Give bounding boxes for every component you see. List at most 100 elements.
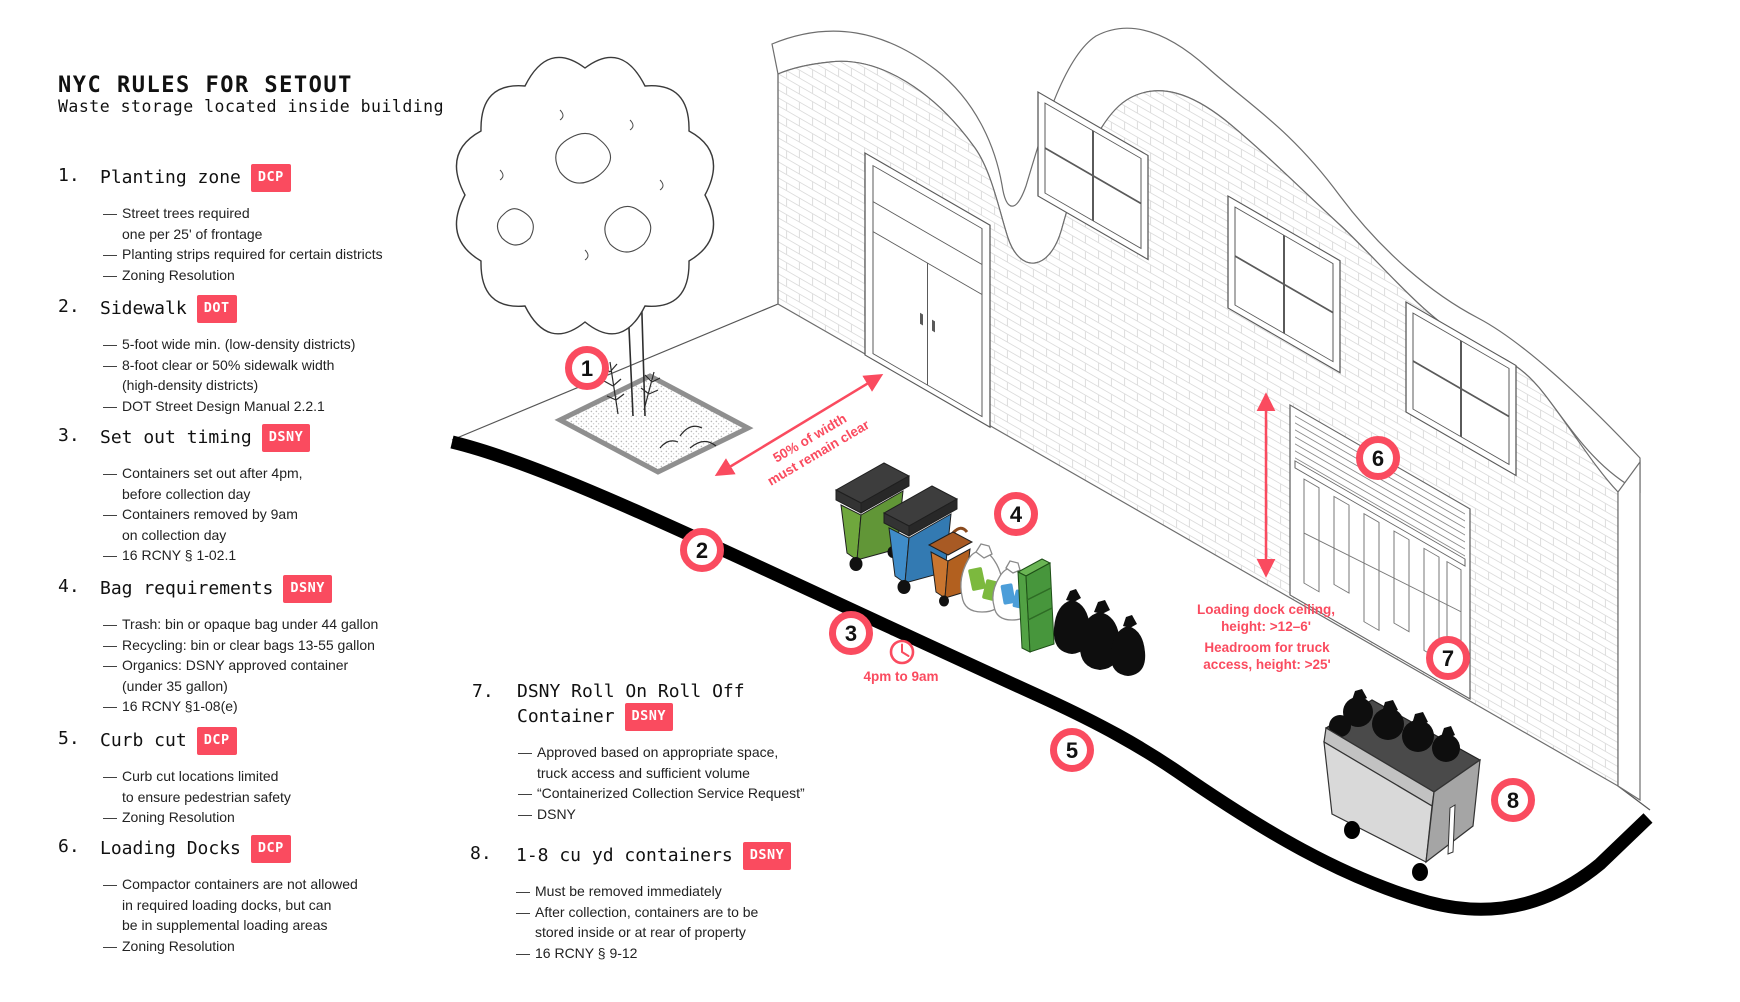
bullet-line: Containers set out after 4pm, — [122, 463, 488, 484]
bullet-line: DOT Street Design Manual 2.2.1 — [122, 396, 488, 417]
bullet-line: (under 35 gallon) — [122, 677, 228, 694]
bullet-line: truck access and sufficient volume — [537, 764, 750, 781]
window-1 — [1037, 90, 1149, 261]
rule-label: DSNY Roll On Roll Off — [517, 681, 745, 702]
building — [771, 27, 1641, 802]
agency-badge: DOT — [196, 295, 237, 323]
svg-text:Loading dock ceiling,: Loading dock ceiling, — [1197, 602, 1335, 617]
marker-7: 7 — [1426, 636, 1470, 680]
tree-canopy — [455, 56, 715, 335]
bullet-line: 16 RCNY § 9-12 — [535, 943, 890, 964]
rule-planting-zone: 1. Planting zone DCP Street trees required… — [58, 164, 488, 285]
rule-label: Sidewalk — [100, 298, 187, 319]
bullet-line: on collection day — [122, 526, 227, 543]
rule-number: 8. — [470, 843, 492, 864]
setout-time-annotation: 4pm to 9am — [863, 639, 939, 684]
bullet-line: Street trees required — [122, 203, 488, 224]
bullet-line: stored inside or at rear of property — [535, 924, 746, 940]
bullet-line: After collection, containers are to be — [535, 902, 890, 923]
bullet-line: Containers removed by 9am — [122, 504, 488, 525]
rule-label: 1-8 cu yd containers — [516, 845, 733, 866]
clear-bag-organics — [960, 543, 1004, 613]
bullet-line: Zoning Resolution — [122, 936, 488, 957]
bullet-line: 16 RCNY §1-08(e) — [122, 696, 488, 717]
marker-6: 6 — [1356, 436, 1400, 480]
window-3 — [1405, 300, 1517, 477]
bullet-line: Organics: DSNY approved container — [122, 655, 488, 676]
bullet-line: Approved based on appropriate space, — [537, 742, 892, 763]
agency-badge: DSNY — [624, 703, 674, 731]
bullet-line: to ensure pedestrian safety — [122, 788, 291, 805]
svg-text:4pm to 9am: 4pm to 9am — [863, 669, 938, 684]
dumpster — [1323, 689, 1482, 881]
bullet-line: 16 RCNY § 1-02.1 — [122, 545, 488, 566]
agency-badge: DCP — [250, 164, 291, 192]
bullet-line: Recycling: bin or clear bags 13-55 gallo… — [122, 635, 488, 656]
bullet-line: Curb cut locations limited — [122, 766, 488, 787]
rule-number: 2. — [58, 296, 80, 317]
rule-cu-yd-containers: 8. 1-8 cu yd containers DSNY Must be remo… — [470, 842, 890, 963]
svg-text:6: 6 — [1372, 446, 1384, 471]
rule-label: Bag requirements — [100, 578, 274, 599]
page-subtitle: Waste storage located inside building — [58, 97, 445, 116]
agency-badge: DCP — [250, 835, 291, 863]
bullet-line: Planting strips required for certain dis… — [122, 244, 488, 265]
rule-label: Container — [517, 706, 615, 727]
agency-badge: DCP — [196, 727, 237, 755]
marker-1: 1 — [565, 346, 609, 390]
svg-text:access, height: >25': access, height: >25' — [1203, 657, 1330, 672]
agency-badge: DSNY — [261, 424, 311, 452]
marker-2: 2 — [680, 528, 724, 572]
rule-label: Set out timing — [100, 427, 252, 448]
street-tree — [455, 56, 715, 417]
bullet-line: (high-density districts) — [122, 377, 259, 393]
svg-text:height: >12–6': height: >12–6' — [1221, 619, 1311, 634]
curb — [450, 435, 1653, 916]
svg-text:8: 8 — [1507, 788, 1519, 813]
markers: 1 2 3 4 5 6 7 8 — [565, 346, 1535, 822]
page-title: NYC RULES FOR SETOUT — [58, 72, 353, 98]
bullet-line: Must be removed immediately — [535, 881, 890, 902]
rule-label: Planting zone — [100, 167, 241, 188]
bullet-line: be in supplemental loading areas — [122, 917, 328, 933]
rule-number: 4. — [58, 576, 80, 597]
rule-number: 1. — [58, 165, 80, 186]
bullet-line: one per 25' of frontage — [122, 225, 263, 242]
wall-return — [1617, 460, 1641, 802]
agency-badge: DSNY — [283, 575, 332, 603]
marker-4: 4 — [994, 492, 1038, 536]
bullet-line: Zoning Resolution — [122, 265, 488, 286]
green-container-flat — [1016, 558, 1055, 653]
marker-3: 3 — [829, 611, 873, 655]
bullet-line: before collection day — [122, 485, 251, 502]
svg-text:3: 3 — [845, 621, 857, 646]
black-trash-bags — [1053, 589, 1146, 676]
rule-label: Loading Docks — [100, 838, 241, 859]
bullet-line: DSNY — [537, 804, 892, 825]
rule-number: 6. — [58, 836, 80, 857]
svg-text:2: 2 — [696, 538, 708, 563]
rule-label: Curb cut — [100, 730, 187, 751]
bullet-line: Zoning Resolution — [122, 807, 488, 828]
agency-badge: DSNY — [742, 842, 792, 870]
bullet-line: “Containerized Collection Service Reques… — [537, 783, 892, 804]
svg-text:Headroom for truck: Headroom for truck — [1204, 640, 1330, 655]
window-2 — [1227, 194, 1341, 374]
rule-number: 7. — [472, 681, 494, 702]
marker-5: 5 — [1050, 728, 1094, 772]
svg-text:7: 7 — [1442, 646, 1454, 671]
bullet-line: in required loading docks, but can — [122, 896, 332, 913]
svg-text:5: 5 — [1066, 738, 1078, 763]
svg-text:4: 4 — [1010, 502, 1023, 527]
bullet-line: 8-foot clear or 50% sidewalk width — [122, 355, 488, 376]
entrance-door — [864, 151, 991, 429]
loading-dock — [1289, 403, 1471, 700]
